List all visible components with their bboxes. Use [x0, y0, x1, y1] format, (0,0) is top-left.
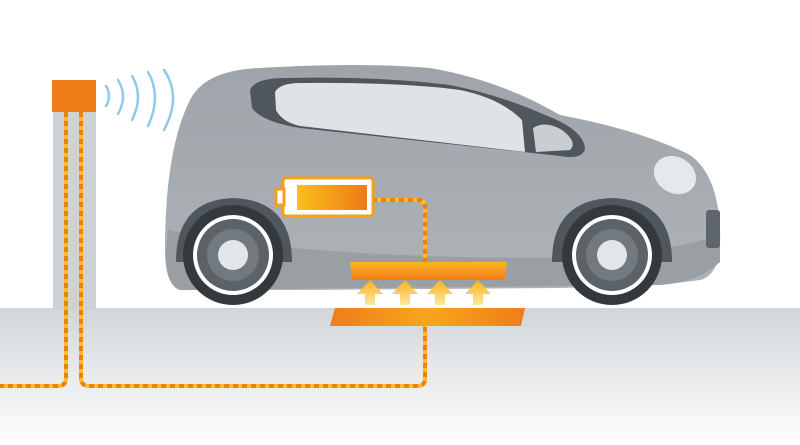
battery-cable — [372, 198, 427, 264]
ground-charging-pad — [330, 308, 525, 326]
power-cable — [0, 112, 427, 388]
side-window — [275, 82, 525, 152]
arrow-up-icon — [427, 280, 453, 305]
arrow-up-icon — [392, 280, 418, 305]
battery-icon — [274, 176, 375, 218]
battery-fill — [297, 185, 367, 210]
vehicle-receiver-pad — [350, 262, 507, 280]
ground — [0, 308, 800, 445]
front-wheel — [562, 205, 662, 305]
arrow-up-icon — [465, 280, 491, 305]
charging-post — [53, 100, 96, 310]
mirror-window — [533, 124, 573, 152]
wireless-signal-icon — [104, 68, 175, 132]
headlight — [653, 155, 697, 195]
arrow-up-icon — [357, 280, 383, 305]
energy-transfer-arrows — [357, 280, 491, 305]
electric-car — [165, 65, 721, 305]
rear-wheel — [183, 205, 283, 305]
post-head — [52, 80, 96, 112]
bumper-grille — [706, 210, 720, 248]
